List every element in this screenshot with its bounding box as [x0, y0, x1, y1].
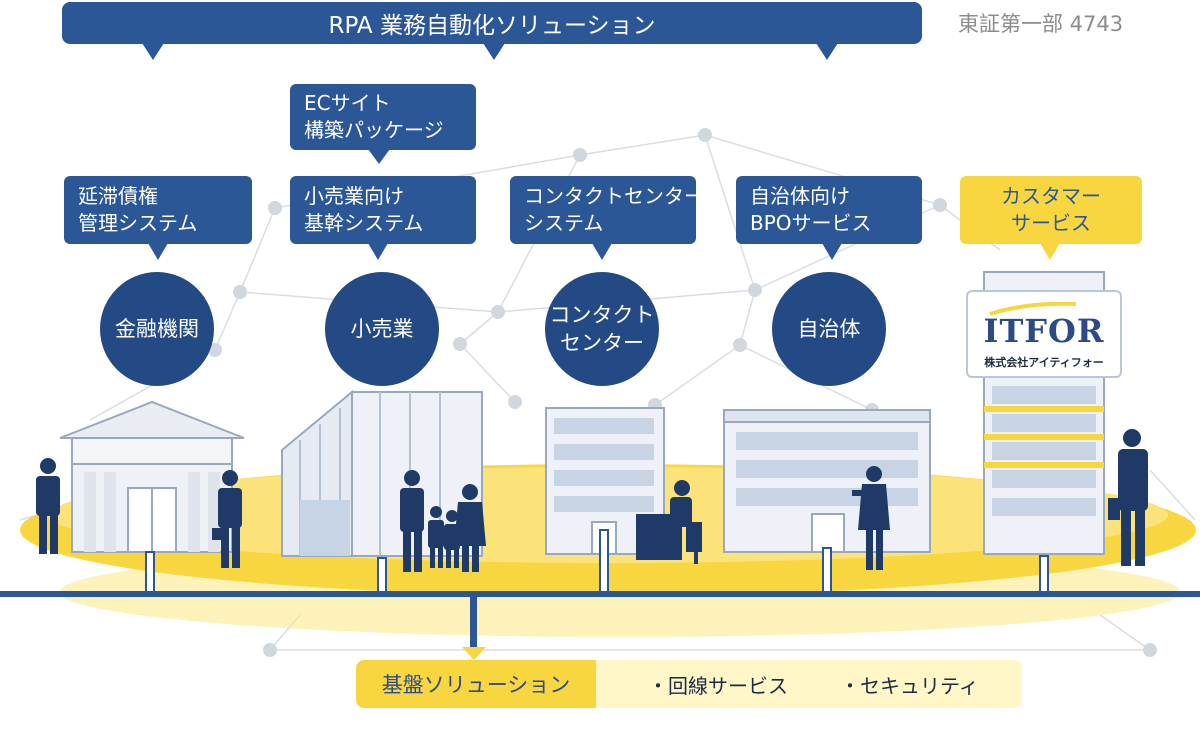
- sector-circle-finance: 金融機関: [100, 272, 214, 386]
- sector-label: 金融機関: [115, 317, 199, 341]
- government-bpo-service-bubble: 自治体向け BPOサービス: [736, 176, 922, 244]
- bubble-line: サービス: [1011, 211, 1091, 235]
- itfor-logo: ITFOR: [983, 312, 1105, 350]
- foundation-solution-label: 基盤ソリューション: [356, 660, 596, 708]
- sector-label: 小売業: [350, 317, 414, 341]
- foundation-solution-items: ・回線サービス ・セキュリティ: [596, 660, 1022, 708]
- retail-core-system-bubble: 小売業向け 基幹システム: [290, 176, 476, 244]
- bubble-line: BPOサービス: [750, 211, 872, 235]
- banner-tails: [142, 43, 838, 60]
- itfor-company-sign: ITFOR 株式会社アイティフォー: [966, 290, 1122, 378]
- network-backbone-line: [0, 591, 1200, 597]
- sector-label: コンタクト: [549, 303, 655, 327]
- foundation-pointer: [462, 647, 486, 660]
- government-building: [723, 409, 931, 553]
- bubble-line: カスタマー: [1001, 184, 1101, 208]
- foundation-item-line-service: ・回線サービス: [648, 673, 788, 698]
- foundation-connector: [470, 597, 477, 647]
- logo-swoosh-icon: [989, 302, 1077, 316]
- sector-circle-contact-center: コンタクト センター: [545, 272, 659, 386]
- bubble-line: 基幹システム: [304, 211, 424, 235]
- sector-circle-retail: 小売業: [325, 272, 439, 386]
- bubble-tails: [148, 149, 842, 260]
- bank-building: [59, 400, 245, 553]
- bubble-tail-customer: [1040, 243, 1060, 260]
- company-name: 株式会社アイティフォー: [984, 356, 1104, 369]
- debt-management-system-bubble: 延滞債権 管理システム: [64, 176, 252, 244]
- sector-circle-government: 自治体: [772, 272, 886, 386]
- bubble-line: システム: [524, 211, 604, 235]
- sector-label: 自治体: [797, 317, 861, 341]
- bubble-line: 管理システム: [78, 211, 198, 235]
- stock-exchange-label: 東証第一部 4743: [958, 12, 1124, 36]
- foundation-item-security: ・セキュリティ: [840, 673, 979, 698]
- sector-label: センター: [560, 331, 644, 355]
- bubble-line: 自治体向け: [750, 184, 850, 208]
- rpa-solution-banner: RPA 業務自動化ソリューション: [62, 2, 922, 44]
- bubble-line: 延滞債権: [78, 184, 158, 208]
- bubble-line: ECサイト: [304, 91, 391, 115]
- customer-service-bubble: カスタマー サービス: [960, 176, 1142, 244]
- bubble-line: コンタクトセンター: [524, 184, 704, 208]
- people-silhouettes: [36, 429, 1148, 572]
- contact-center-system-bubble: コンタクトセンター システム: [510, 176, 704, 244]
- ec-site-package-bubble: ECサイト 構築パッケージ: [290, 84, 476, 150]
- bubble-line: 構築パッケージ: [304, 118, 444, 142]
- bubble-line: 小売業向け: [304, 184, 404, 208]
- network-nodes: [208, 128, 1157, 657]
